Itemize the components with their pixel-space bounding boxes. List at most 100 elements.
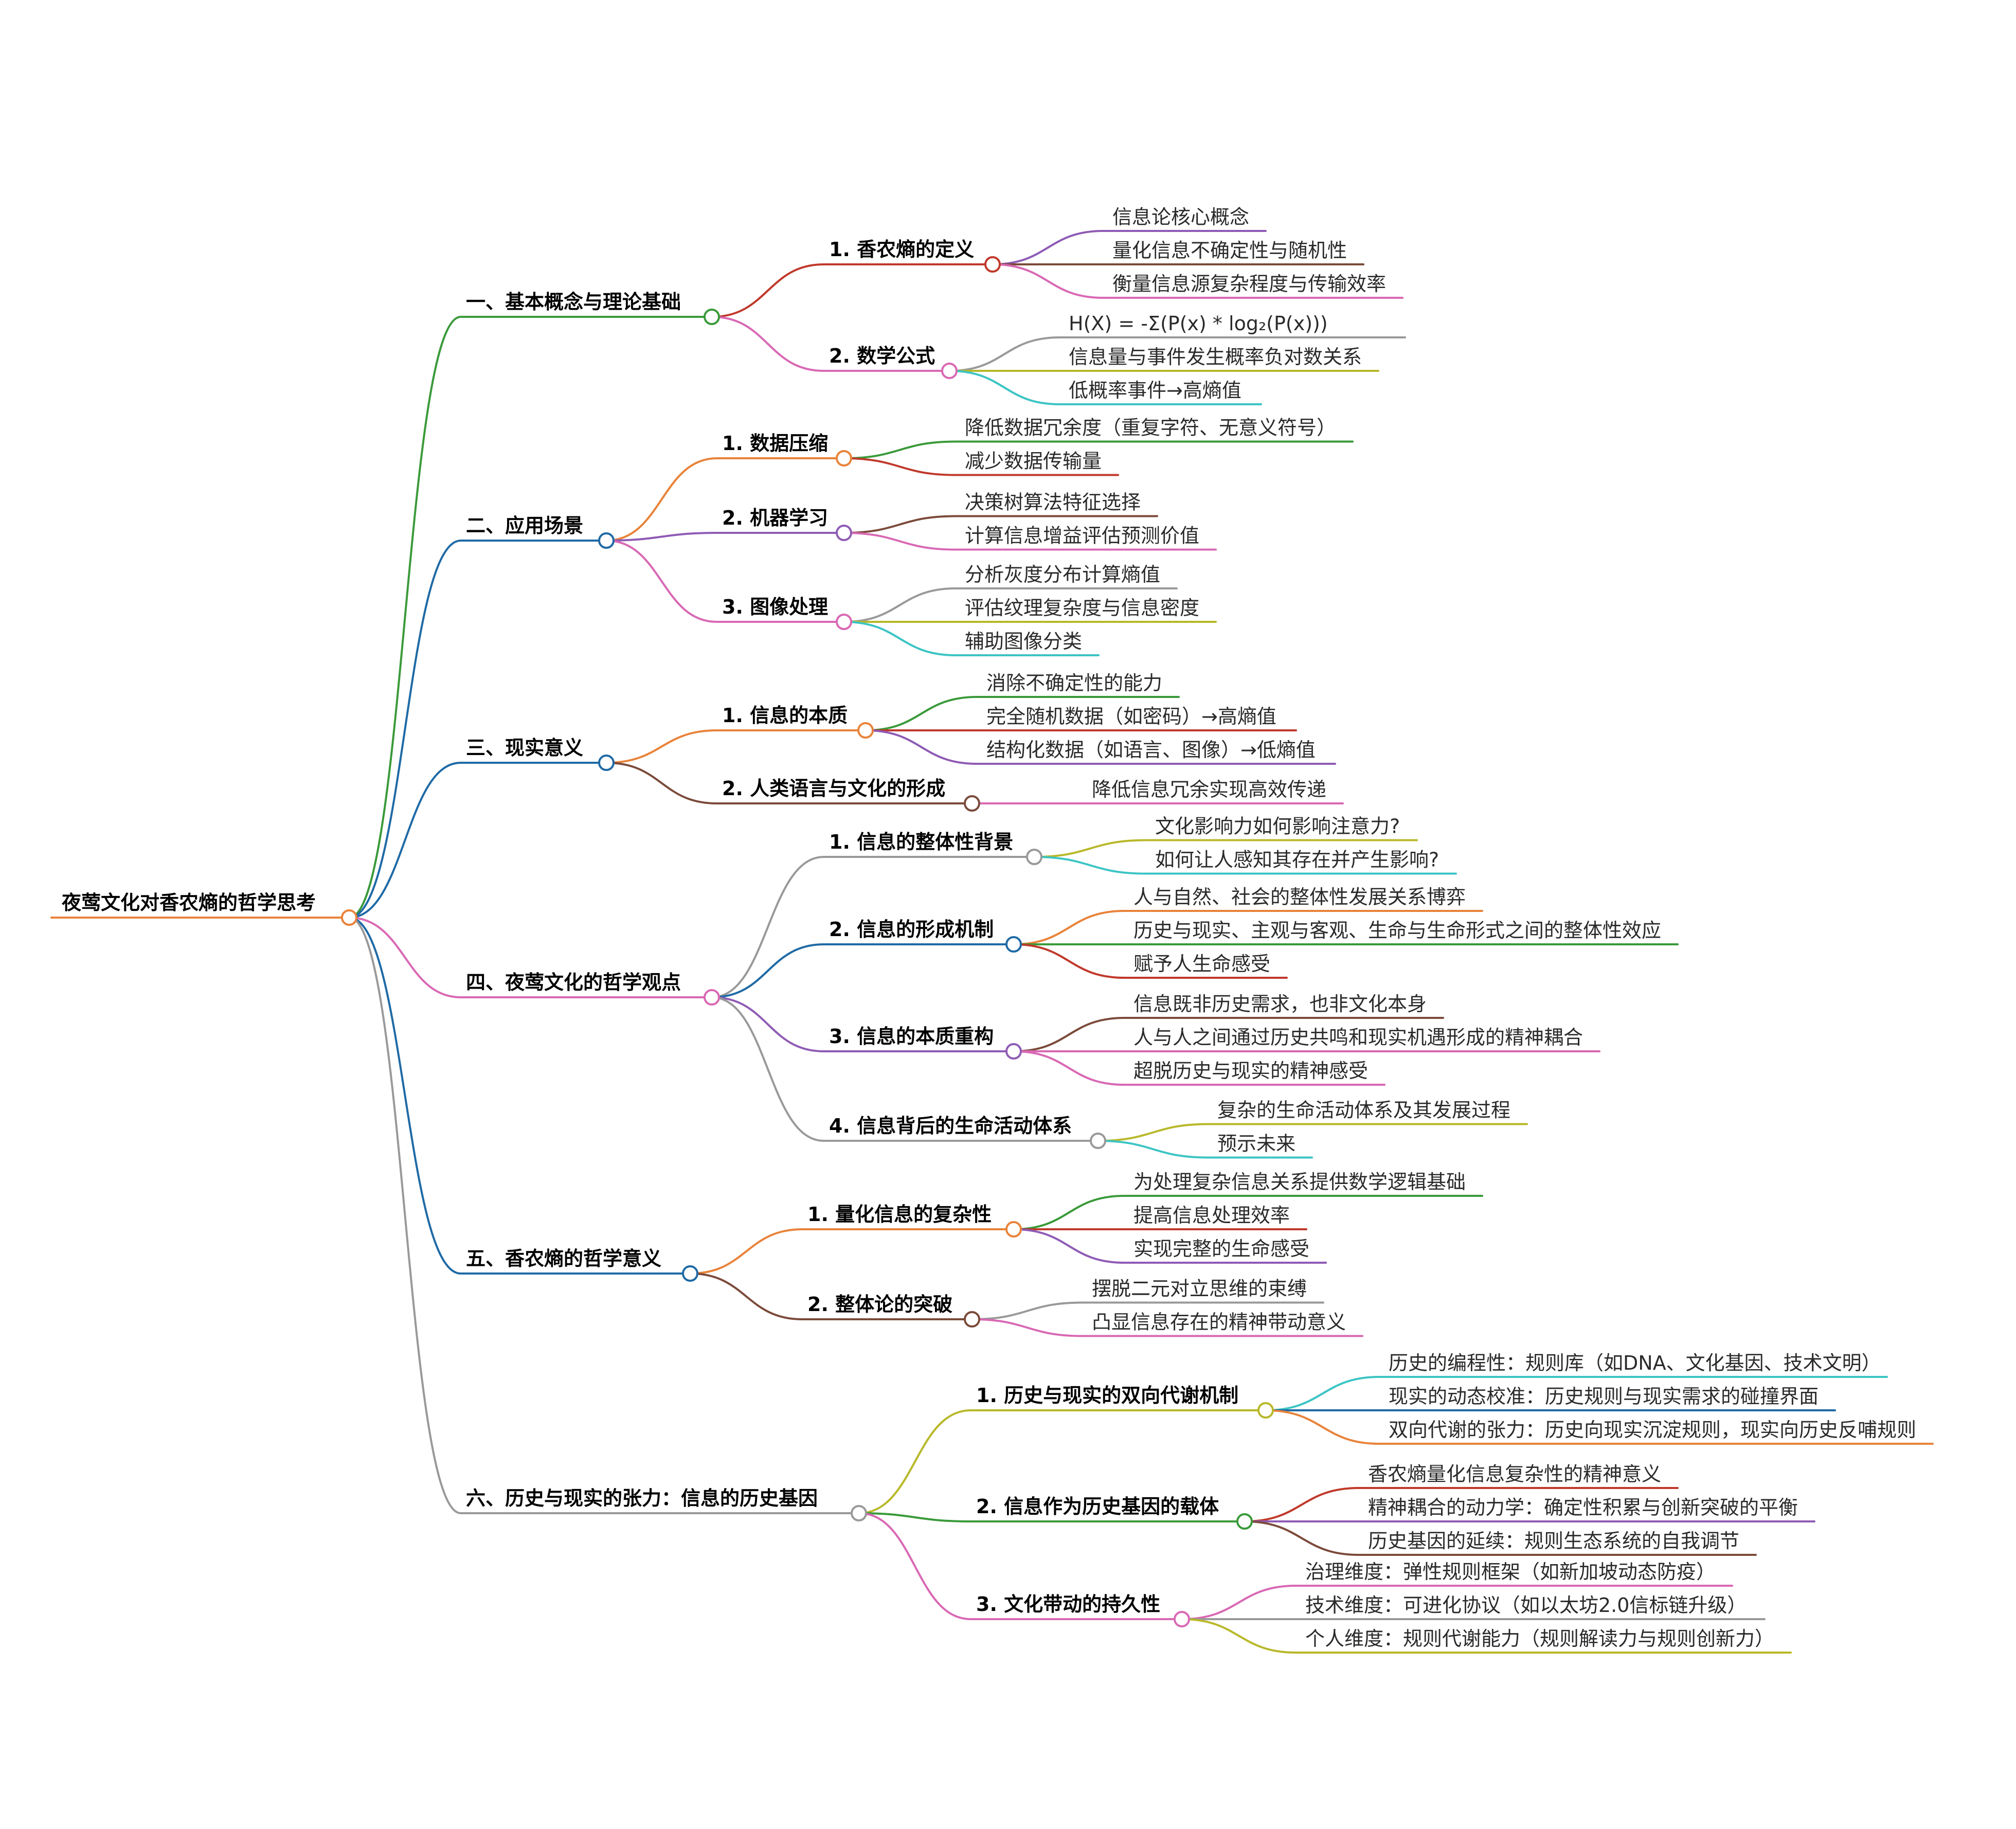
topic-collapse-toggle[interactable] — [1090, 1133, 1106, 1149]
topic-5-1[interactable]: 1. 量化信息的复杂性 — [801, 1203, 1015, 1230]
branch-collapse-toggle[interactable] — [598, 532, 615, 549]
leaf-item: 量化信息不确定性与随机性 — [1102, 239, 1364, 265]
topic-6-3[interactable]: 3. 文化带动的持久性 — [970, 1593, 1183, 1620]
topic-collapse-toggle[interactable] — [1005, 1221, 1022, 1238]
leaf-label: 人与人之间通过历史共鸣和现实机遇形成的精神耦合 — [1133, 1026, 1583, 1049]
topic-label: 3. 图像处理 — [722, 596, 828, 618]
leaf-item: 消除不确定性的能力 — [976, 672, 1180, 698]
topic-4-3[interactable]: 3. 信息的本质重构 — [823, 1025, 1015, 1052]
branch-collapse-toggle[interactable] — [682, 1265, 698, 1282]
leaf-item: 如何让人感知其存在并产生影响? — [1145, 849, 1457, 875]
topic-label: 3. 文化带动的持久性 — [976, 1593, 1160, 1616]
topic-collapse-toggle[interactable] — [836, 450, 852, 467]
branch-6[interactable]: 六、历史与现实的张力：信息的历史基因 — [460, 1487, 860, 1514]
topic-collapse-toggle[interactable] — [836, 614, 852, 630]
topic-2-3[interactable]: 3. 图像处理 — [716, 596, 845, 623]
topic-label: 1. 量化信息的复杂性 — [807, 1203, 992, 1226]
topic-collapse-toggle[interactable] — [1005, 936, 1022, 953]
leaf-label: 决策树算法特征选择 — [965, 491, 1141, 514]
topic-label: 1. 数据压缩 — [722, 432, 828, 455]
topic-2-1[interactable]: 1. 数据压缩 — [716, 432, 845, 459]
leaf-item: 现实的动态校准：历史规则与现实需求的碰撞界面 — [1378, 1385, 1836, 1411]
topic-label: 2. 数学公式 — [829, 345, 935, 367]
leaf-item: 决策树算法特征选择 — [955, 491, 1158, 517]
topic-3-1[interactable]: 1. 信息的本质 — [716, 704, 867, 731]
branch-collapse-toggle[interactable] — [704, 989, 720, 1006]
leaf-label: 文化影响力如何影响注意力? — [1155, 815, 1400, 838]
leaf-item: 信息既非历史需求，也非文化本身 — [1123, 993, 1444, 1019]
topic-label: 1. 信息的整体性背景 — [829, 831, 1013, 853]
leaf-item: 结构化数据（如语言、图像）→低熵值 — [976, 739, 1336, 765]
topic-2-2[interactable]: 2. 机器学习 — [716, 507, 845, 534]
leaf-label: 超脱历史与现实的精神感受 — [1133, 1060, 1368, 1082]
topic-label: 2. 机器学习 — [722, 507, 828, 529]
leaf-label: 治理维度：弹性规则框架（如新加坡动态防疫） — [1305, 1561, 1716, 1583]
branch-5[interactable]: 五、香农熵的哲学意义 — [460, 1247, 691, 1275]
topic-collapse-toggle[interactable] — [1174, 1611, 1190, 1627]
branch-2[interactable]: 二、应用场景 — [460, 514, 607, 542]
leaf-label: 分析灰度分布计算熵值 — [965, 563, 1160, 586]
topic-collapse-toggle[interactable] — [1026, 849, 1042, 865]
topic-1-1[interactable]: 1. 香农熵的定义 — [823, 238, 994, 265]
topic-6-2[interactable]: 2. 信息作为历史基因的载体 — [970, 1495, 1246, 1522]
leaf-label: 历史基因的延续：规则生态系统的自我调节 — [1368, 1530, 1739, 1552]
topic-label: 3. 信息的本质重构 — [829, 1025, 994, 1048]
topic-collapse-toggle[interactable] — [1236, 1513, 1253, 1530]
branch-collapse-toggle[interactable] — [598, 755, 615, 771]
topic-4-1[interactable]: 1. 信息的整体性背景 — [823, 831, 1035, 858]
topic-collapse-toggle[interactable] — [857, 722, 874, 739]
leaf-item: 历史与现实、主观与客观、生命与生命形式之间的整体性效应 — [1123, 919, 1679, 945]
leaf-item: 文化影响力如何影响注意力? — [1145, 815, 1418, 841]
leaf-item: 超脱历史与现实的精神感受 — [1123, 1060, 1385, 1086]
topic-label: 2. 人类语言与文化的形成 — [722, 777, 945, 800]
leaf-label: H(X) = -Σ(P(x) * log₂(P(x))) — [1069, 312, 1328, 335]
topic-4-2[interactable]: 2. 信息的形成机制 — [823, 918, 1015, 945]
topic-collapse-toggle[interactable] — [964, 1311, 980, 1328]
topic-4-4[interactable]: 4. 信息背后的生命活动体系 — [823, 1115, 1099, 1142]
leaf-item: 实现完整的生命感受 — [1123, 1238, 1327, 1264]
branch-collapse-toggle[interactable] — [704, 309, 720, 325]
leaf-label: 个人维度：规则代谢能力（规则解读力与规则创新力） — [1305, 1627, 1774, 1650]
branch-3[interactable]: 三、现实意义 — [460, 737, 607, 764]
leaf-item: 摆脱二元对立思维的束缚 — [1082, 1278, 1324, 1304]
connectors — [348, 230, 1380, 1654]
leaf-label: 双向代谢的张力：历史向现实沉淀规则，现实向历史反哺规则 — [1389, 1419, 1916, 1441]
leaf-label: 现实的动态校准：历史规则与现实需求的碰撞界面 — [1389, 1385, 1819, 1408]
topic-collapse-toggle[interactable] — [941, 363, 958, 379]
topic-1-2[interactable]: 2. 数学公式 — [823, 345, 950, 372]
leaf-label: 实现完整的生命感受 — [1133, 1238, 1309, 1260]
leaf-item: 降低信息冗余实现高效传递 — [1082, 778, 1344, 804]
leaf-item: 双向代谢的张力：历史向现实沉淀规则，现实向历史反哺规则 — [1378, 1419, 1934, 1445]
leaf-label: 评估纹理复杂度与信息密度 — [965, 597, 1199, 619]
branch-4[interactable]: 四、夜莺文化的哲学观点 — [460, 971, 713, 998]
leaf-item: 降低数据冗余度（重复字符、无意义符号） — [955, 417, 1354, 443]
topic-collapse-toggle[interactable] — [964, 795, 980, 812]
leaf-label: 计算信息增益评估预测价值 — [965, 525, 1199, 547]
root-node[interactable]: 夜莺文化对香农熵的哲学思考 — [50, 891, 350, 919]
topic-collapse-toggle[interactable] — [836, 525, 852, 541]
topic-label: 4. 信息背后的生命活动体系 — [829, 1115, 1072, 1137]
topic-label: 2. 信息作为历史基因的载体 — [976, 1495, 1219, 1518]
topic-6-1[interactable]: 1. 历史与现实的双向代谢机制 — [970, 1384, 1267, 1411]
topic-label: 1. 香农熵的定义 — [829, 238, 974, 261]
branch-1[interactable]: 一、基本概念与理论基础 — [460, 291, 713, 318]
topic-5-2[interactable]: 2. 整体论的突破 — [801, 1293, 973, 1320]
leaf-label: 信息既非历史需求，也非文化本身 — [1133, 993, 1427, 1015]
topic-collapse-toggle[interactable] — [1257, 1402, 1274, 1419]
leaf-label: 历史的编程性：规则库（如DNA、文化基因、技术文明） — [1389, 1352, 1881, 1374]
leaf-label: 摆脱二元对立思维的束缚 — [1092, 1278, 1307, 1300]
leaf-item: 凸显信息存在的精神带动意义 — [1082, 1311, 1363, 1337]
leaf-label: 降低信息冗余实现高效传递 — [1092, 778, 1326, 801]
leaf-label: 香农熵量化信息复杂性的精神意义 — [1368, 1463, 1661, 1485]
leaf-item: 人与自然、社会的整体性发展关系博弈 — [1123, 886, 1483, 912]
topic-collapse-toggle[interactable] — [984, 256, 1001, 273]
leaf-item: 低概率事件→高熵值 — [1058, 379, 1262, 405]
leaf-item: 分析灰度分布计算熵值 — [955, 563, 1178, 589]
topic-label: 1. 历史与现实的双向代谢机制 — [976, 1384, 1238, 1407]
branch-collapse-toggle[interactable] — [851, 1505, 867, 1521]
leaf-item: 减少数据传输量 — [955, 450, 1119, 476]
topic-collapse-toggle[interactable] — [1005, 1043, 1022, 1060]
topic-3-2[interactable]: 2. 人类语言与文化的形成 — [716, 777, 973, 804]
root-collapse-toggle[interactable] — [341, 909, 357, 926]
